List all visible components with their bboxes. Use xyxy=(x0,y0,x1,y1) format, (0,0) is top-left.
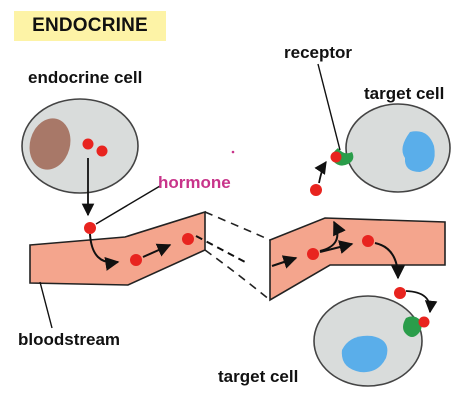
flow-dashed xyxy=(195,235,246,263)
bloodstream-gap-bottom xyxy=(204,249,271,301)
hormone-dot xyxy=(394,287,406,299)
hormone-dot xyxy=(418,316,430,328)
label-endocrine-cell: endocrine cell xyxy=(28,68,143,87)
receptor xyxy=(403,316,422,337)
target-cell-bottom-nucleus xyxy=(341,335,388,373)
flow-arrow xyxy=(142,243,172,258)
flow-arrow xyxy=(374,242,405,280)
hormone-dot xyxy=(330,151,342,163)
hormone-dot xyxy=(84,222,96,234)
hormone-dot xyxy=(182,233,194,245)
label-bloodstream: bloodstream xyxy=(18,330,121,349)
speck xyxy=(231,150,235,154)
hormone-dot xyxy=(82,138,94,150)
flow-arrow xyxy=(405,290,438,314)
bloodstream-pointer xyxy=(39,281,53,329)
hormone-dot xyxy=(310,184,322,196)
hormone-dot xyxy=(307,248,319,260)
flow-arrow xyxy=(314,160,327,184)
target-cell-top xyxy=(345,103,451,193)
flow-arrow xyxy=(271,255,298,269)
label-target-cell-top: target cell xyxy=(364,84,445,103)
bloodstream-right xyxy=(269,217,446,302)
endocrine-cell-nucleus xyxy=(29,118,71,170)
bloodstream-left xyxy=(29,210,206,286)
label-target-cell-bottom: target cell xyxy=(218,367,299,386)
bloodstream-gap-top xyxy=(204,211,271,241)
label-receptor: receptor xyxy=(284,43,353,62)
hormone-dot xyxy=(362,235,374,247)
diagram-title: ENDOCRINE xyxy=(14,11,166,41)
label-hormone: hormone xyxy=(158,173,231,192)
hormone-dot xyxy=(96,145,108,157)
target-cell-top-nucleus xyxy=(402,131,435,172)
receptor-pointer xyxy=(317,63,341,151)
hormone-dot xyxy=(130,254,142,266)
flow-arrow xyxy=(89,233,120,271)
hormone-pointer xyxy=(95,185,161,225)
flow-arrow xyxy=(319,220,346,252)
flow-arrow xyxy=(319,240,354,254)
